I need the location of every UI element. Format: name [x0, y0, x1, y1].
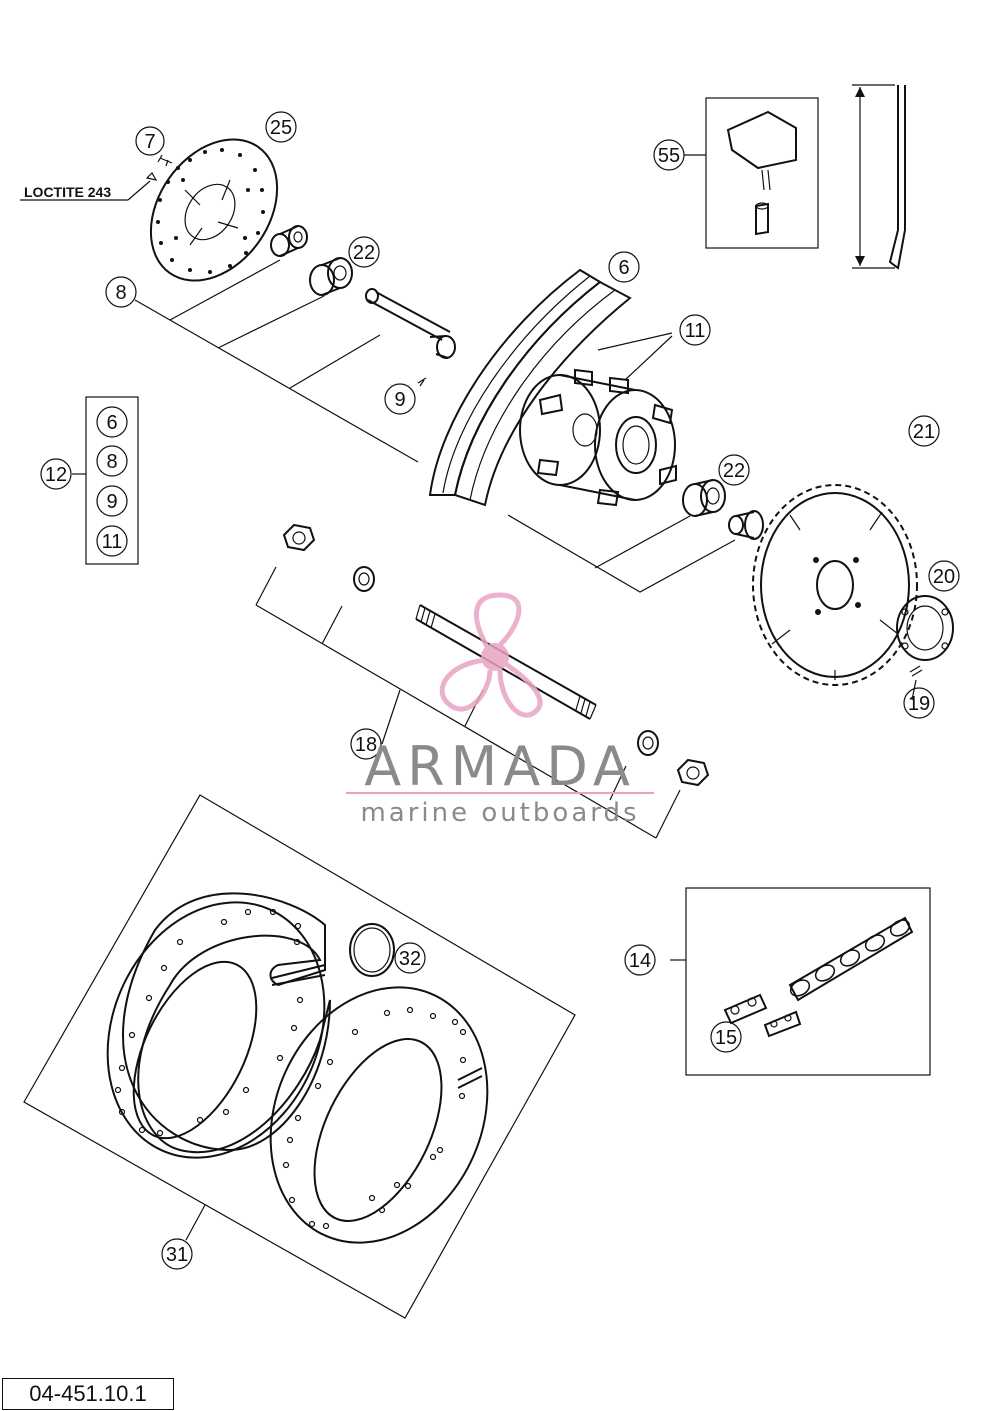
- callout-8: 8: [105, 276, 137, 308]
- gasket-sheet: [23, 794, 576, 1319]
- lock-plate: [896, 595, 954, 661]
- loctite-note: LOCTITE 243: [24, 184, 111, 200]
- sprocket-screw: [909, 665, 923, 677]
- svg-text:55: 55: [658, 145, 680, 167]
- svg-text:9: 9: [394, 389, 405, 411]
- spacer-right: [728, 510, 764, 540]
- callout-kit-9: 9: [96, 485, 128, 517]
- callout-kit-8: 8: [96, 445, 128, 477]
- svg-text:6: 6: [618, 257, 629, 279]
- svg-text:8: 8: [106, 451, 117, 473]
- callout-6: 6: [608, 251, 640, 283]
- wheel-hub: [519, 368, 677, 507]
- sprocket: [752, 484, 918, 686]
- svg-text:20: 20: [933, 566, 955, 588]
- svg-text:11: 11: [685, 320, 706, 342]
- watermark-tagline: marine outboards: [360, 798, 639, 828]
- svg-text:7: 7: [144, 131, 155, 153]
- wheel-bearing-right: [682, 479, 726, 517]
- leader-lines: [134, 259, 917, 961]
- callout-55: 55: [653, 139, 685, 171]
- circlip: [349, 923, 395, 977]
- callout-kit-6: 6: [96, 406, 128, 438]
- svg-text:6: 6: [106, 412, 117, 434]
- distance-tube: [365, 288, 456, 359]
- svg-text:18: 18: [355, 734, 377, 756]
- svg-text:21: 21: [913, 421, 935, 443]
- callout-31: 31: [161, 1238, 193, 1270]
- wheel-bearing-left: [309, 257, 353, 296]
- svg-text:31: 31: [166, 1244, 188, 1266]
- brake-disc: [149, 138, 279, 282]
- svg-text:22: 22: [353, 242, 375, 264]
- callout-21: 21: [908, 415, 940, 447]
- callout-25: 25: [265, 111, 297, 143]
- callout-kit-11: 11: [96, 525, 128, 557]
- callout-7: 7: [135, 126, 165, 156]
- svg-text:9: 9: [106, 491, 117, 513]
- nut-right: [676, 758, 710, 787]
- svg-text:32: 32: [399, 948, 421, 970]
- svg-text:8: 8: [115, 282, 126, 304]
- callout-15: 15: [710, 1021, 742, 1053]
- washer-right: [637, 730, 659, 756]
- callout-19: 19: [903, 687, 935, 719]
- disc-screw: [145, 154, 173, 181]
- drive-chain: [788, 916, 914, 1002]
- watermark-brand: ARMADA: [364, 735, 636, 798]
- svg-text:14: 14: [629, 950, 651, 972]
- callout-20: 20: [928, 560, 960, 592]
- nut-left: [282, 523, 316, 552]
- washer-left: [353, 566, 375, 592]
- svg-text:22: 22: [723, 460, 745, 482]
- callout-14: 14: [624, 944, 656, 976]
- tire-valve: [726, 110, 797, 236]
- callout-18: 18: [350, 728, 382, 760]
- master-link: [723, 993, 802, 1038]
- diagram-code-label: 04-451.10.1: [2, 1378, 174, 1410]
- spoke: [852, 84, 906, 270]
- callout-11: 11: [679, 314, 711, 346]
- watermark-logo: [439, 592, 543, 718]
- callout-12: 12: [40, 458, 72, 490]
- callout-22-top: 22: [348, 236, 380, 268]
- svg-text:11: 11: [102, 531, 123, 553]
- svg-text:15: 15: [715, 1027, 737, 1049]
- nipple: [417, 377, 427, 387]
- callout-22-right: 22: [718, 454, 750, 486]
- svg-text:25: 25: [270, 117, 292, 139]
- callout-9: 9: [384, 383, 416, 415]
- rim: [428, 268, 632, 507]
- callout-32: 32: [394, 942, 426, 974]
- svg-text:19: 19: [908, 693, 930, 715]
- spacer: [270, 225, 308, 257]
- svg-text:12: 12: [45, 464, 67, 486]
